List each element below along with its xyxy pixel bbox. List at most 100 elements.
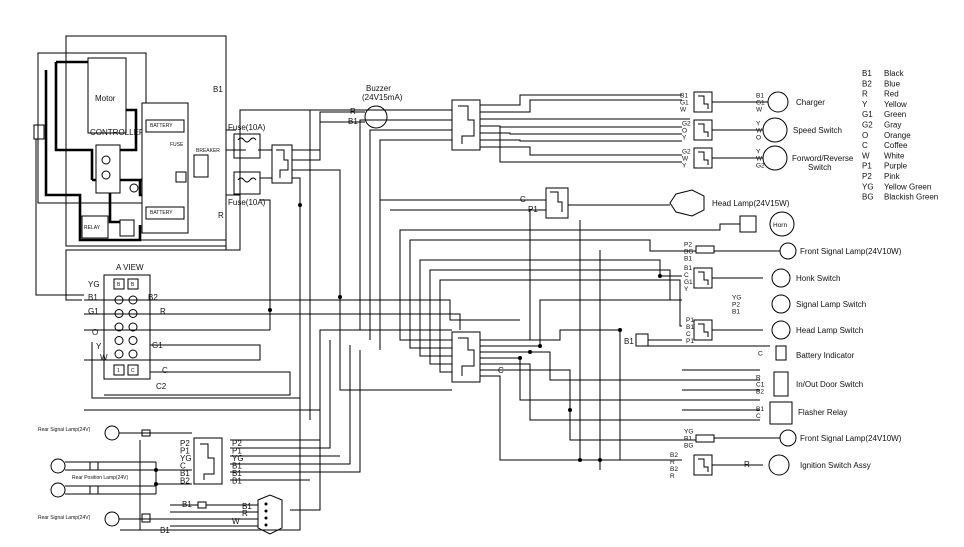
component-label-11: Flasher Relay — [798, 408, 847, 417]
legend-name-8: White — [884, 151, 905, 160]
connector-top-central — [451, 99, 481, 151]
component-0-pin-2: W — [680, 107, 687, 114]
legend-code-9: P1 — [862, 162, 872, 171]
legend-name-9: Purple — [884, 162, 908, 171]
buzzer-rating: (24V15mA) — [362, 93, 403, 102]
in-out-door-switch-symbol — [773, 371, 789, 397]
legend-name-11: Yellow Green — [884, 182, 931, 191]
controller-box — [95, 144, 121, 194]
rear-signal-lamp-top-label: Rear Signal Lamp(24V) — [38, 427, 91, 433]
legend-name-3: Yellow — [884, 100, 907, 109]
ground-symbol — [33, 124, 45, 140]
component-label-2: Forword/Reverse — [792, 154, 854, 163]
legend-code-2: R — [862, 90, 868, 99]
component-13-pin-1: R — [670, 459, 675, 466]
a-view-right-b2: B2 — [148, 293, 158, 302]
component-label-1: Speed Switch — [793, 126, 842, 135]
legend-code-4: G1 — [862, 110, 873, 119]
component-12-pin-2: BG — [684, 443, 693, 450]
component-13-pin-2: B2 — [670, 466, 678, 473]
a-view-pin — [114, 349, 124, 359]
rear-conn-right-1: P1 — [232, 447, 242, 456]
component-6-pin-1: C — [684, 272, 689, 279]
honk-switch-symbol — [771, 268, 791, 288]
battery-label-2: BATTERY — [150, 210, 173, 216]
controller-label: CONTROLLER — [90, 128, 145, 137]
horn-symbol: Horn — [739, 211, 795, 237]
component-0-out-0: B1 — [756, 93, 764, 100]
component-2-out-2: G2 — [756, 163, 765, 170]
component-5-pin-2: B1 — [684, 256, 692, 263]
legend-name-1: Blue — [884, 79, 901, 88]
fuse-2-label: Fuse(10A) — [228, 198, 266, 207]
rear-bottom-w: W — [232, 517, 240, 526]
a-view-title: A VIEW — [116, 263, 144, 272]
component-7-pin-1: P2 — [732, 302, 740, 309]
component-label-6: Honk Switch — [796, 274, 840, 283]
head-lamp-symbol: Head Lamp(24V15W) — [669, 189, 790, 217]
component-7-pin-2: B1 — [732, 309, 740, 316]
legend-code-1: B2 — [862, 79, 872, 88]
wiring-harness — [35, 94, 780, 531]
breaker-label: BREAKER — [196, 148, 220, 154]
a-view-left-w: W — [100, 353, 108, 362]
rear-conn-left-3: C — [180, 462, 186, 471]
component-6-pin-0: B1 — [684, 265, 692, 272]
rear-signal-lamp-bottom — [104, 511, 120, 527]
component-10-pin-1: C1 — [756, 382, 765, 389]
component-1-pin-2: Y — [682, 135, 687, 142]
component-6-pin-3: Y — [684, 286, 689, 293]
rear-signal-lamp-bottom-label: Rear Signal Lamp(24V) — [38, 515, 91, 521]
component-5-pin-0: P2 — [684, 242, 692, 249]
legend-name-12: Blackish Green — [884, 193, 938, 202]
legend-name-7: Coffee — [884, 141, 908, 150]
component-11-pin-0: B1 — [756, 406, 764, 413]
relay-label: RELAY — [84, 225, 101, 231]
rear-bottom-r: R — [242, 509, 248, 518]
component-1-out-2: O — [756, 135, 761, 142]
fuse-1-label: Fuse(10A) — [228, 123, 266, 132]
battery-label-1: BATTERY — [150, 123, 173, 129]
component-label-8: Head Lamp Switch — [796, 326, 863, 335]
legend-name-4: Green — [884, 110, 906, 119]
a-view-cell-1: 1 — [117, 368, 120, 374]
component-2-pin-0: G2 — [682, 149, 691, 156]
battery-indicator-symbol — [775, 345, 787, 361]
component-1-pin-0: G2 — [682, 121, 691, 128]
component-2-out-1: W — [756, 156, 763, 163]
rear-conn-right-5: B1 — [232, 477, 242, 486]
controller-wire-r: R — [218, 211, 224, 220]
rear-conn-right-0: P2 — [232, 439, 242, 448]
connector-fuse-junction — [271, 144, 293, 184]
rear-plug-hex — [257, 494, 283, 535]
a-view-left-y: Y — [96, 342, 102, 351]
legend-name-5: Gray — [884, 121, 901, 130]
ignition-switch-symbol — [768, 454, 790, 476]
a-view-pin — [128, 336, 138, 345]
component-8-pin-0: P1 — [686, 317, 694, 324]
a-view-right-r: R — [160, 307, 166, 316]
component-1-out-1: W — [756, 128, 763, 135]
a-view-pin — [114, 336, 124, 345]
component-8-pin-3: P1 — [686, 338, 694, 345]
horn-label: Horn — [773, 222, 787, 229]
rear-bottom-b1-b: B1 — [242, 502, 252, 511]
motor-box — [87, 57, 127, 134]
a-view-left-o: O — [92, 328, 98, 337]
a-view-left-b1: B1 — [88, 293, 98, 302]
controller-block: Motor CONTROLLER BATTERY BATTERY FUSE BR… — [33, 35, 227, 247]
a-view-right-c: C — [162, 366, 168, 375]
a-view-left-yg: YG — [88, 280, 100, 289]
buzzer-title: Buzzer — [366, 84, 391, 93]
head-lamp-label: Head Lamp(24V15W) — [712, 199, 790, 208]
component-label-0: Charger — [796, 98, 825, 107]
a-view-pin — [128, 349, 138, 359]
breaker-box — [193, 154, 209, 178]
